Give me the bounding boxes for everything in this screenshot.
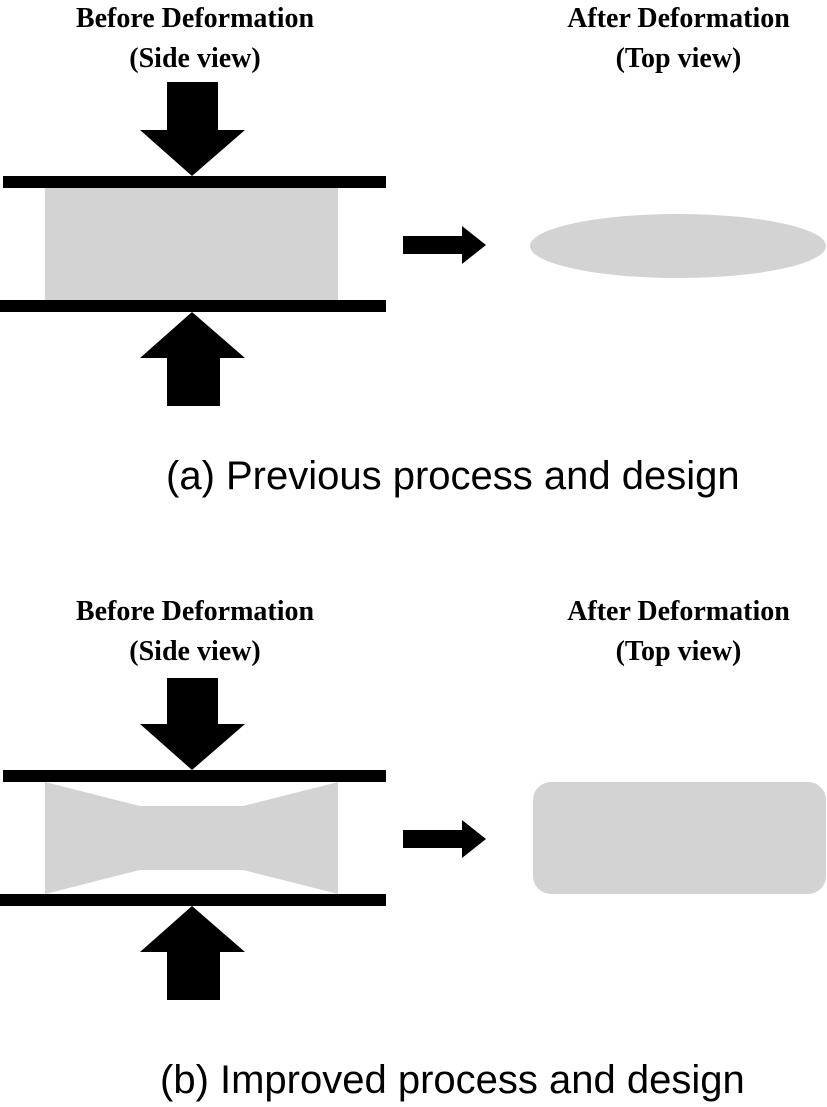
panel-a-top-press-arrow: [140, 82, 245, 176]
panel-b-after-title: After Deformation: [567, 596, 790, 627]
panel-b-before-subtitle: (Side view): [129, 636, 261, 667]
panel-b-top-platen: [3, 770, 386, 782]
panel-b-workpiece-top-rounded-rect: [533, 782, 826, 894]
panel-a-workpiece-side: [45, 188, 338, 300]
panel-a-workpiece-top-ellipse: [530, 214, 826, 278]
panel-a-top-platen: [3, 176, 386, 188]
panel-b-caption: (b) Improved process and design: [160, 1058, 745, 1102]
panel-b-bottom-press-arrow: [140, 906, 245, 1000]
panel-a-bottom-press-arrow: [140, 312, 245, 406]
panel-a-after-subtitle: (Top view): [615, 43, 742, 74]
panel-a-transition-arrow: [403, 226, 486, 264]
panel-b-workpiece-side-shape: [45, 782, 338, 894]
panel-b-transition-arrow: [403, 820, 486, 858]
panel-a-before-subtitle: (Side view): [129, 43, 261, 74]
panel-b-after-subtitle: (Top view): [615, 636, 742, 667]
panel-a-graphics: [0, 82, 826, 406]
panel-b-top-press-arrow: [140, 678, 245, 770]
panel-a-caption: (a) Previous process and design: [166, 454, 740, 498]
panel-a-after-title: After Deformation: [567, 3, 790, 34]
panel-b-before-title: Before Deformation: [75, 596, 315, 627]
panel-a-before-title: Before Deformation: [75, 3, 315, 34]
panel-b-graphics: [0, 678, 826, 1000]
panel-b-bottom-platen: [0, 894, 386, 906]
panel-a-bottom-platen: [0, 300, 386, 312]
